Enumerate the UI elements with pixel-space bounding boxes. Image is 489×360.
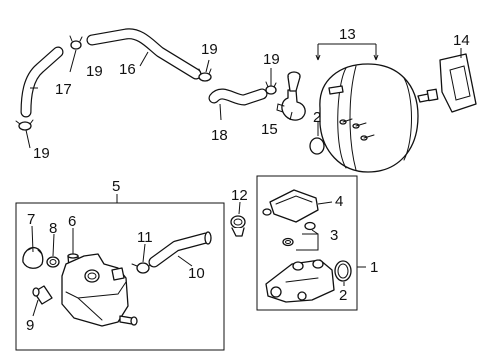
callout-9: 9 xyxy=(26,317,34,334)
check-valve-15 xyxy=(276,71,306,121)
vacuum-hose-18 xyxy=(208,88,268,106)
leader-lines xyxy=(25,48,462,317)
master-cylinder-body xyxy=(265,259,335,303)
callout-19-mid: 19 xyxy=(201,41,218,58)
callout-19-lower-left: 19 xyxy=(33,145,50,162)
callout-1: 1 xyxy=(370,259,378,276)
callout-11: 11 xyxy=(137,229,153,246)
o-ring-booster xyxy=(309,137,325,155)
brake-fluid-reservoir xyxy=(61,253,138,327)
callout-12: 12 xyxy=(231,187,248,204)
callout-15: 15 xyxy=(261,121,278,138)
gasket-14 xyxy=(439,53,477,113)
hose-clamp-lower-left xyxy=(15,119,34,131)
master-cylinder-seal-2 xyxy=(334,260,352,282)
vacuum-hose-17 xyxy=(20,46,64,118)
callout-18: 18 xyxy=(211,127,228,144)
hose-clamp-mid xyxy=(198,68,212,82)
hose-fitting-9 xyxy=(32,285,53,305)
reservoir-strainer-8 xyxy=(46,256,60,268)
grommet-upper xyxy=(304,221,316,231)
grommet-lower xyxy=(282,237,294,247)
callout-16: 16 xyxy=(119,61,136,78)
callout-19-upper-left: 19 xyxy=(86,63,103,80)
master-reservoir-cap-4 xyxy=(262,189,319,223)
callout-10: 10 xyxy=(188,265,205,282)
callout-bracket-13 xyxy=(317,43,377,60)
callout-5: 5 xyxy=(112,178,120,195)
callout-8: 8 xyxy=(49,220,57,237)
hose-clamp-12 xyxy=(230,215,246,237)
callout-6: 6 xyxy=(68,213,76,230)
callout-19-right: 19 xyxy=(263,51,280,68)
callout-7: 7 xyxy=(27,211,35,228)
callout-2-master: 2 xyxy=(339,287,347,304)
callout-3: 3 xyxy=(330,227,338,244)
reservoir-hose-10 xyxy=(148,231,212,268)
vacuum-hose-16 xyxy=(86,28,202,80)
callout-2-booster: 2 xyxy=(313,109,321,126)
callout-17: 17 xyxy=(55,81,72,98)
callout-4: 4 xyxy=(335,193,343,210)
master-cylinder-box xyxy=(256,175,358,311)
reservoir-assembly-box xyxy=(15,202,225,351)
callout-13: 13 xyxy=(339,26,356,43)
hose-clamp-upper-left xyxy=(69,35,83,50)
callout-14: 14 xyxy=(453,32,470,49)
brake-booster-13 xyxy=(319,63,439,173)
reservoir-cap-7 xyxy=(22,246,44,269)
